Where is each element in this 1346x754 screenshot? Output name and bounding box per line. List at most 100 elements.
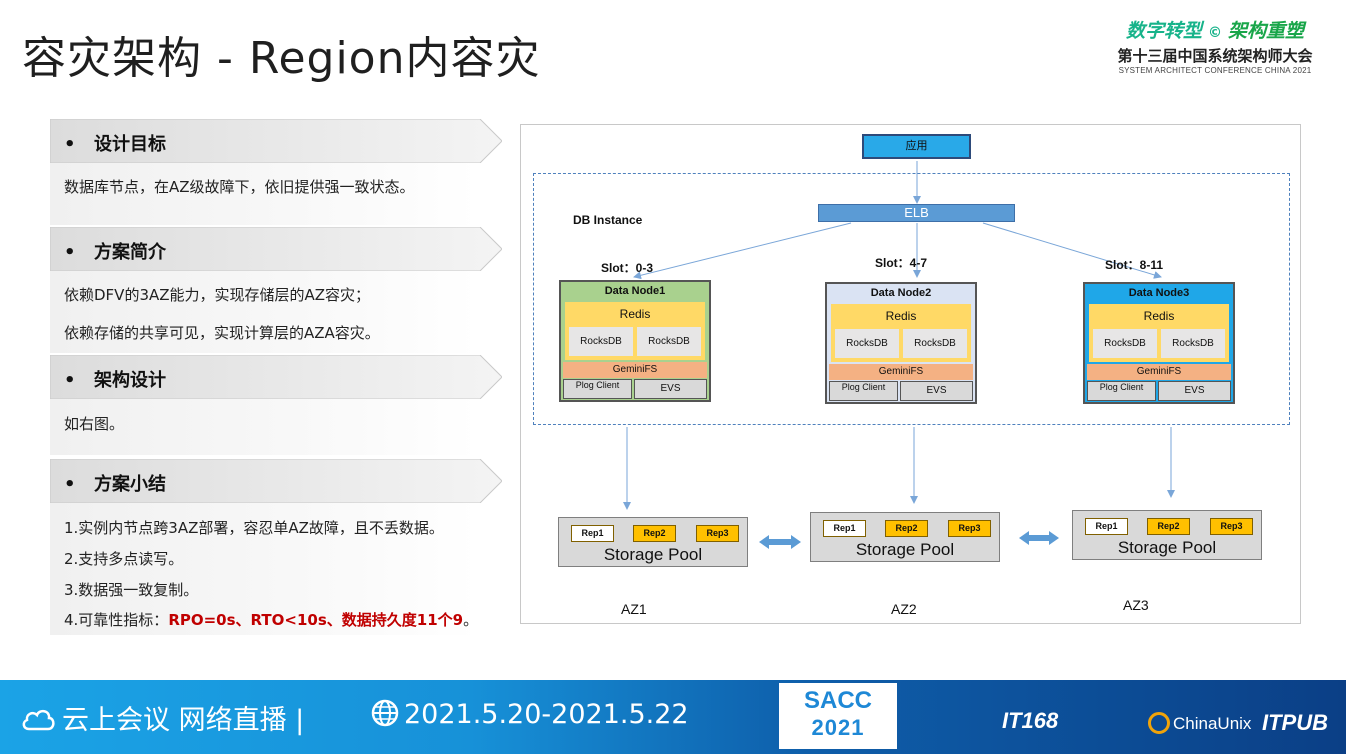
replica-badge: Rep3 [948,520,991,537]
redis-label: Redis [1143,309,1175,323]
section-heading: 方案简介 [94,242,166,263]
storage-pool-label: Storage Pool [603,545,703,564]
replica-badge: Rep1 [823,520,866,537]
data-node-title: Data Node1 [604,285,666,297]
db-instance-label: DB Instance [573,213,643,227]
rocksdb-box: RocksDB [569,327,633,356]
storage-pool-label: Storage Pool [1117,538,1217,557]
conference-name-zh: 第十三届中国系统架构师大会 [1117,47,1313,65]
storage-pool-az2: Rep1 Rep2 Rep3 Storage Pool [810,512,1000,562]
bullet: • [64,242,76,263]
replica-badge: Rep2 [1147,518,1190,535]
az-label-3: AZ3 [1123,597,1149,613]
globe-icon [371,699,399,727]
evs-box: EVS [900,381,973,401]
data-node-title: Data Node3 [1128,287,1190,299]
chinaunix-ring-icon [1148,712,1170,734]
architecture-diagram: 应用 ELB DB Instance Slot：0-3 Slot：4-7 Slo… [520,124,1301,624]
partner-logo-itpub: ITPUB [1262,710,1328,735]
rocksdb-box: RocksDB [903,329,967,358]
redis-layer: Redis RocksDB RocksDB [831,304,971,362]
conference-name-en: SYSTEM ARCHITECT CONFERENCE CHINA 2021 [1118,66,1312,75]
replica-badge: Rep2 [633,525,676,542]
date-text: 2021.5.20-2021.5.22 [404,699,689,730]
storage-pool-label: Storage Pool [855,540,955,559]
data-node-1: Data Node1 Redis RocksDB RocksDB GeminiF… [559,280,711,402]
section-heading: 架构设计 [94,370,166,391]
architecture-text: 如右图。 [64,415,125,433]
replication-arrow-1-2 [759,535,801,549]
storage-pool-az3: Rep1 Rep2 Rep3 Storage Pool [1072,510,1262,560]
storage-pool-az1: Rep1 Rep2 Rep3 Storage Pool [558,517,748,567]
evs-box: EVS [1158,381,1231,401]
data-node-title: Data Node2 [870,287,932,299]
replica-badge: Rep3 [1210,518,1253,535]
redis-layer: Redis RocksDB RocksDB [565,302,705,360]
section-header-goal: •设计目标 [50,119,502,163]
elb-to-node3-arrow [982,222,1162,279]
plog-client-box: Plog Client [1087,381,1156,401]
evs-box: EVS [634,379,707,399]
slot-label-node2: Slot：4-7 [875,256,928,270]
event-date: 2021.5.20-2021.5.22 [370,698,689,730]
section-body-overview [50,271,478,353]
partner-logo-it168: IT168 [1002,708,1059,733]
goal-text: 数据库节点，在AZ级故障下，依旧提供强一致状态。 [64,178,415,196]
geminifs-layer: GeminiFS [563,362,707,378]
section-header-summary: •方案小结 [50,459,502,503]
rocksdb-box: RocksDB [1161,329,1225,358]
tagline-separator: © [1208,25,1222,41]
partner-logo-chinaunix-text: ChinaUnix [1173,714,1252,733]
summary-line-1: 1.实例内节点跨3AZ部署，容忍单AZ故障，且不丢数据。 [64,519,444,537]
cloud-icon [22,709,55,731]
elb-box: ELB [818,204,1015,222]
summary-line-4-prefix: 4.可靠性指标： [64,611,169,629]
application-box: 应用 [862,134,971,159]
summary-line-2: 2.支持多点读写。 [64,550,184,568]
partner-logo-chinaunix: ChinaUnix [1148,712,1251,734]
section-header-overview: • 方案简介 [50,227,502,271]
plog-client-box: Plog Client [563,379,632,399]
summary-line-4: 4.可靠性指标：RPO=0s、RTO<10s、数据持久度11个9。 [64,609,478,630]
elb-to-node1-arrow [633,222,852,280]
db-instance-boundary [533,173,1290,425]
sacc-logo-year: 2021 [811,715,865,740]
diagram-connectors [623,161,1175,549]
meeting-info: 云上会议 网络直播 | [20,698,304,737]
summary-line-3: 3.数据强一致复制。 [64,581,199,599]
bullet: • [64,134,76,155]
section-body-goal [50,163,478,225]
az-label-1: AZ1 [621,601,647,617]
reliability-metrics: RPO=0s、RTO<10s、数据持久度11个9 [168,611,464,629]
section-arrow-shape [50,119,502,163]
conference-logo: 数字转型 © 架构重塑 第十三届中国系统架构师大会 SYSTEM ARCHITECT… [1110,16,1320,75]
redis-label: Redis [619,307,651,321]
replica-badge: Rep2 [885,520,928,537]
footer-banner: 云上会议 网络直播 | 2021.5.20-2021.5.22 SACC 202… [0,680,1346,754]
replica-badge: Rep1 [571,525,614,542]
section-arrow-shape [50,355,502,399]
section-arrow-shape [50,459,502,503]
tagline-left: 数字转型 [1125,20,1202,42]
conference-tagline: 数字转型 © 架构重塑 [1110,16,1320,43]
tagline-right: 架构重塑 [1228,20,1305,42]
data-node-2: Data Node2 Redis RocksDB RocksDB GeminiF… [825,282,977,404]
slot-label-node3: Slot：8-11 [1105,258,1164,272]
slot-label-node1: Slot：0-3 [601,261,654,275]
overview-line-2: 依赖存储的共享可见，实现计算层的AZA容灾。 [64,324,380,342]
sacc-logo: SACC 2021 [779,683,897,749]
rocksdb-box: RocksDB [1093,329,1157,358]
overview-line-1: 依赖DFV的3AZ能力，实现存储层的AZ容灾； [64,286,371,304]
geminifs-layer: GeminiFS [1087,364,1231,380]
section-body-summary [50,503,478,635]
bullet: • [64,474,76,495]
rocksdb-box: RocksDB [835,329,899,358]
sacc-logo-text: SACC [803,687,872,714]
replication-arrow-2-3 [1019,531,1059,545]
summary-line-4-suffix: 。 [463,611,479,629]
replica-badge: Rep3 [696,525,739,542]
redis-layer: Redis RocksDB RocksDB [1089,304,1229,362]
meeting-text: 云上会议 网络直播 | [62,705,305,736]
az-label-2: AZ2 [891,601,917,617]
page-title: 容灾架构 - Region内容灾 [22,33,541,84]
